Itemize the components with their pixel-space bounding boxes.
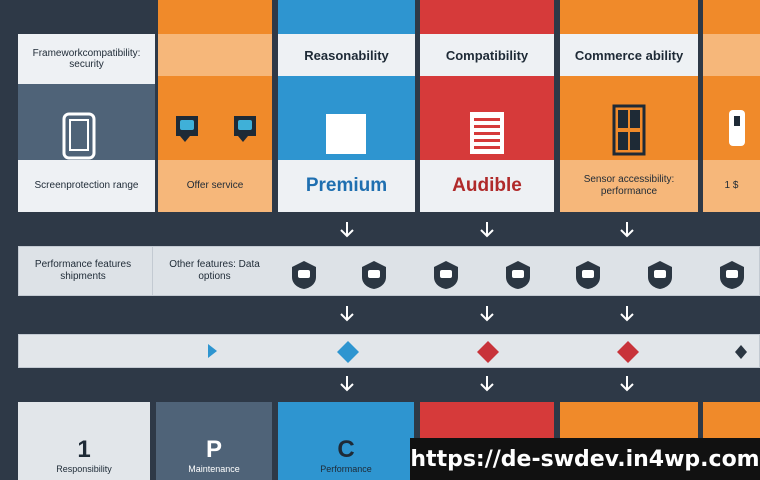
column-4-header: Compatibility xyxy=(420,34,554,76)
window-icon xyxy=(612,104,646,156)
column-6-footer: 1 $ xyxy=(724,180,739,191)
chat-bubble-icon xyxy=(176,116,256,142)
document-icon xyxy=(470,112,504,154)
tablet-icon xyxy=(62,112,96,160)
column-1-footer: Screenprotection range xyxy=(34,180,139,191)
diamond-icon xyxy=(735,345,747,359)
arrow-down-icon xyxy=(340,222,354,238)
column-3-header: Reasonability xyxy=(278,34,415,76)
arrow-down-icon xyxy=(620,306,634,322)
column-5: Commerce ability Sensor accessibility: p… xyxy=(560,0,698,212)
column-2: Offer service xyxy=(158,0,272,212)
features-label-mid: Other features: Data options xyxy=(169,259,260,282)
features-row xyxy=(18,246,760,296)
card-1-label: Responsibility xyxy=(56,464,112,474)
shield-icon xyxy=(362,261,386,289)
column-4: Compatibility Audible xyxy=(420,0,554,212)
shield-icon xyxy=(292,261,316,289)
diamond-icon xyxy=(337,341,359,363)
features-cell-mid: Other features: Data options xyxy=(152,246,276,296)
shield-icon xyxy=(506,261,530,289)
diamond-icon xyxy=(617,341,639,363)
column-5-header: Commerce ability xyxy=(560,34,698,76)
column-1: Frameworkcompatibility: security Screenp… xyxy=(18,34,155,212)
shield-icon xyxy=(576,261,600,289)
column-1-header: Frameworkcompatibility: security xyxy=(18,34,155,84)
decision-row xyxy=(18,334,760,368)
arrow-down-icon xyxy=(340,306,354,322)
diamond-icon xyxy=(477,341,499,363)
column-4-footer: Audible xyxy=(452,175,522,196)
column-3-footer: Premium xyxy=(305,175,388,196)
column-2-footer: Offer service xyxy=(186,180,244,191)
square-icon xyxy=(326,114,366,154)
card-2: P Maintenance xyxy=(156,402,272,480)
column-6-header-band xyxy=(703,34,760,76)
arrow-down-icon xyxy=(340,376,354,392)
phone-icon xyxy=(729,110,745,146)
shield-icon xyxy=(720,261,744,289)
arrow-down-icon xyxy=(480,376,494,392)
arrow-down-icon xyxy=(620,376,634,392)
column-5-footer: Sensor accessibility: performance xyxy=(583,174,675,197)
arrow-down-icon xyxy=(480,306,494,322)
column-3: Reasonability Premium xyxy=(278,0,415,212)
card-3-label: Performance xyxy=(320,464,372,474)
card-2-glyph: P xyxy=(205,436,222,463)
shield-icon xyxy=(434,261,458,289)
watermark-url: https://de-swdev.in4wp.com xyxy=(410,438,760,480)
pointer-icon xyxy=(208,344,217,358)
column-6: 1 $ xyxy=(703,0,760,212)
shield-icon xyxy=(648,261,672,289)
features-cell-left: Performance features shipments xyxy=(18,246,148,296)
card-3: C Performance xyxy=(278,402,414,480)
card-1: 1 Responsibility xyxy=(18,402,150,480)
card-1-glyph: 1 xyxy=(77,436,91,463)
card-2-label: Maintenance xyxy=(188,464,240,474)
arrow-down-icon xyxy=(620,222,634,238)
column-2-header-band xyxy=(158,34,272,76)
features-label-left: Performance features shipments xyxy=(34,259,132,282)
card-3-glyph: C xyxy=(337,436,355,463)
arrow-down-icon xyxy=(480,222,494,238)
